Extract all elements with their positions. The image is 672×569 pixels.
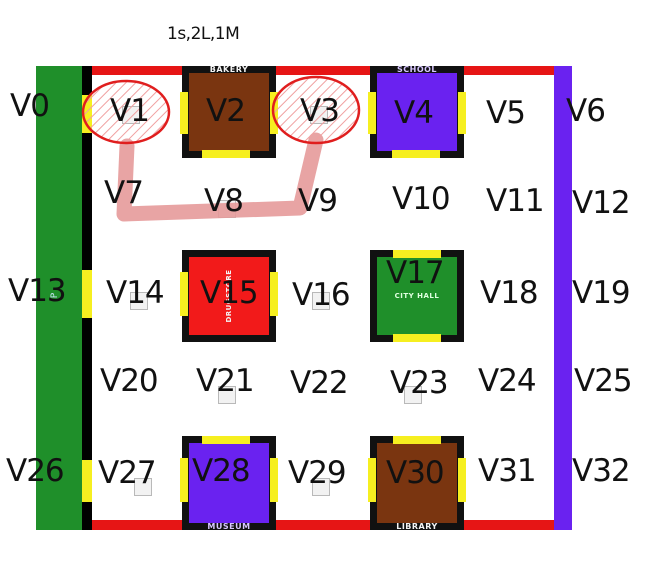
route-path [116, 132, 324, 222]
vertex-label-v8: V8 [204, 183, 244, 219]
vertex-label-v26: V26 [6, 453, 65, 489]
sign-plaque [130, 292, 148, 310]
door-marker [368, 458, 376, 502]
museum-label: MUSEUM [207, 522, 251, 531]
vertex-label-v15: V15 [200, 275, 259, 311]
vertex-label-v17: V17 [386, 255, 445, 291]
vertex-label-v3: V3 [300, 93, 340, 129]
vertex-label-v31: V31 [478, 453, 537, 489]
vertex-label-v0: V0 [10, 88, 50, 124]
door-marker [392, 150, 440, 158]
door-marker [458, 92, 466, 134]
vertex-label-v12: V12 [572, 185, 631, 221]
vertex-label-v20: V20 [100, 363, 159, 399]
school-label: SCHOOL [396, 65, 438, 74]
door-marker [180, 272, 188, 316]
city-hall-building: CITY HALL [370, 250, 464, 342]
vertex-label-v4: V4 [394, 95, 434, 131]
vertex-label-v5: V5 [486, 95, 526, 131]
sign-plaque [404, 386, 422, 404]
park-strip [36, 66, 82, 530]
door-marker [82, 460, 92, 502]
door-marker [82, 270, 92, 318]
city-hall-label: CITY HALL [394, 292, 440, 300]
v3-highlight-circle [271, 75, 361, 145]
sign-plaque [218, 386, 236, 404]
door-marker [270, 272, 278, 316]
vertex-label-v23: V23 [390, 365, 449, 401]
vertex-label-v16: V16 [292, 277, 351, 313]
door-marker [202, 436, 250, 444]
right-road-strip [554, 66, 572, 530]
top-note: 1s,2L,1M [167, 24, 240, 44]
vertex-label-v2: V2 [206, 93, 246, 129]
vertex-label-v11: V11 [486, 183, 545, 219]
door-marker [180, 92, 188, 134]
vertex-label-v30: V30 [386, 455, 445, 491]
door-marker [393, 334, 441, 342]
vertex-label-v24: V24 [478, 363, 537, 399]
vertex-label-v29: V29 [288, 455, 347, 491]
vertex-label-v1: V1 [110, 93, 150, 129]
sign-plaque [312, 292, 330, 310]
vertex-label-v14: V14 [106, 275, 165, 311]
vertex-label-v13: V13 [8, 273, 67, 309]
door-marker [393, 250, 441, 258]
door-marker [180, 458, 188, 502]
vertex-label-v10: V10 [392, 181, 451, 217]
vertex-label-v22: V22 [290, 365, 349, 401]
vertex-label-v27: V27 [98, 455, 157, 491]
vertex-label-v25: V25 [574, 363, 633, 399]
library-label: LIBRARY [396, 522, 438, 531]
bakery-label: BAKERY [209, 65, 249, 74]
door-marker [393, 436, 441, 444]
vertex-label-v9: V9 [298, 183, 338, 219]
vertex-label-v32: V32 [572, 453, 631, 489]
top-road-edge [92, 66, 554, 75]
vertex-label-v6: V6 [566, 93, 606, 129]
v1-highlight-circle [81, 79, 171, 145]
vertex-label-v7: V7 [104, 175, 144, 211]
door-marker [458, 458, 466, 502]
vertex-label-v19: V19 [572, 275, 631, 311]
sign-plaque [134, 478, 152, 496]
vertex-label-v18: V18 [480, 275, 539, 311]
vertex-label-v28: V28 [192, 453, 251, 489]
bottom-road-edge [92, 520, 554, 530]
vertex-label-v21: V21 [196, 363, 255, 399]
sign-plaque [312, 478, 330, 496]
door-marker [202, 150, 250, 158]
door-marker [368, 92, 376, 134]
door-marker [270, 458, 278, 502]
